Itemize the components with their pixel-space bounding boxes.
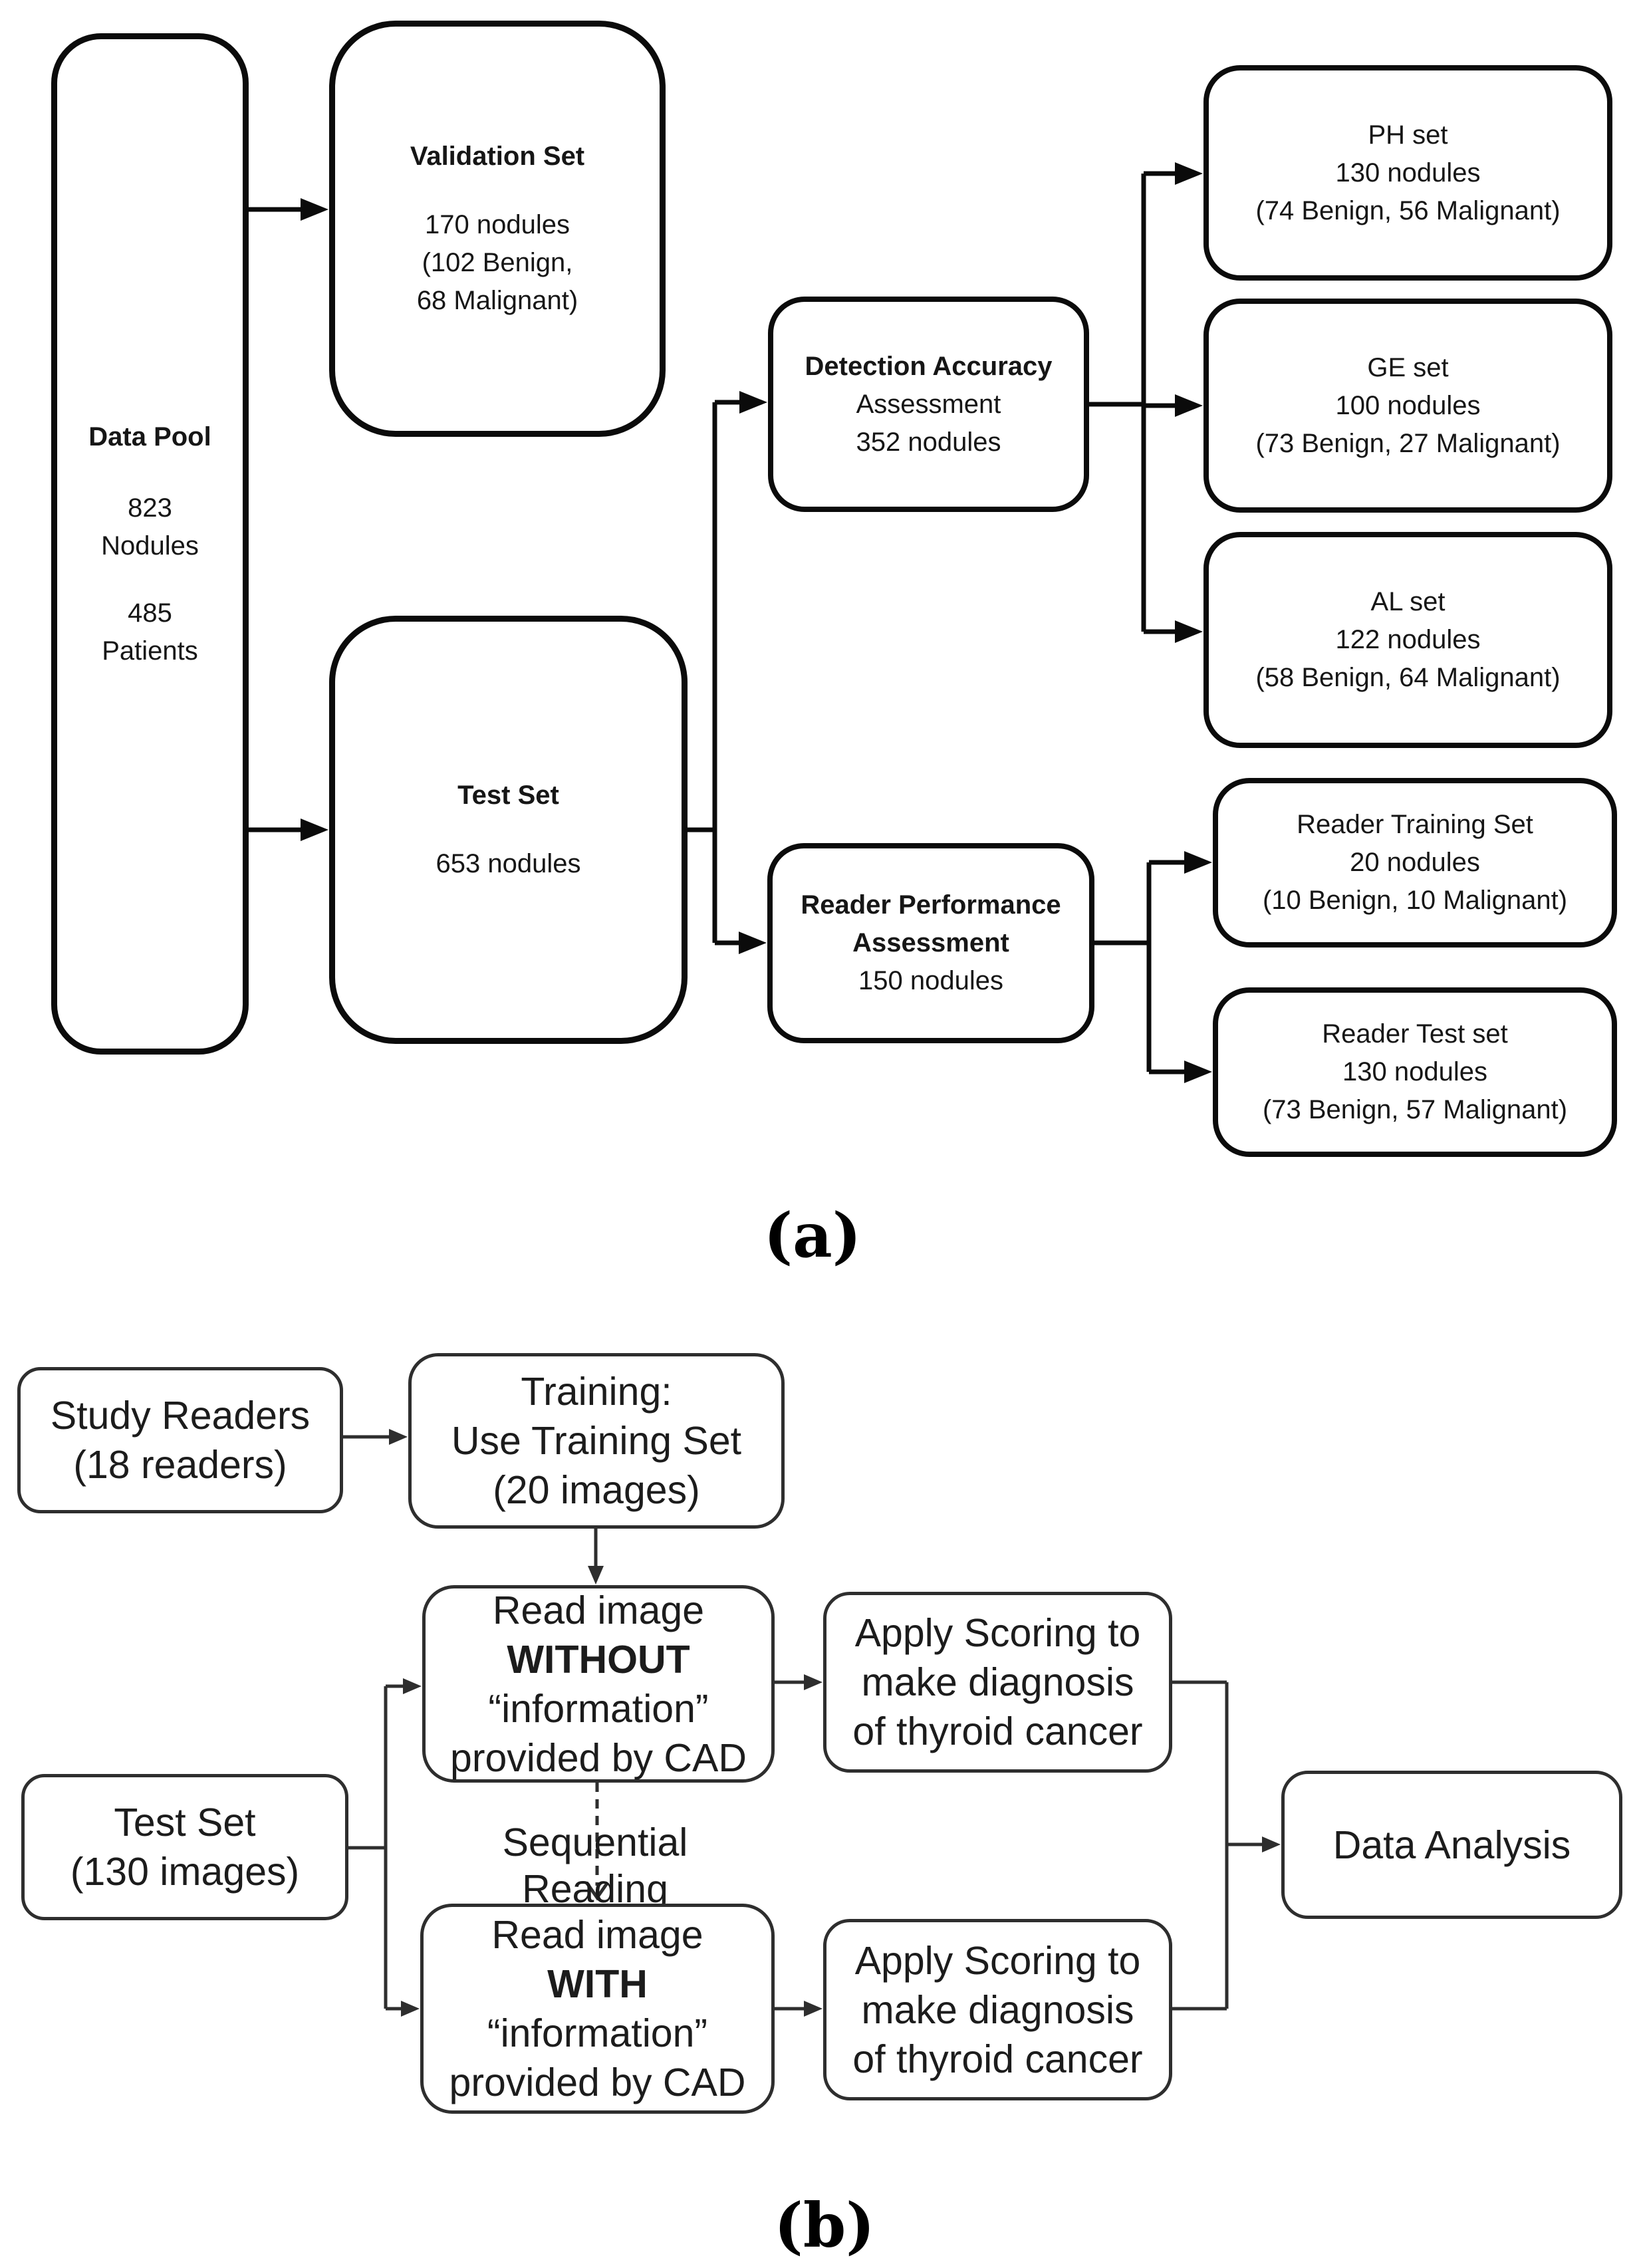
test-set-b-line: Test Set	[114, 1801, 256, 1844]
test-set-b-box: Test Set (130 images)	[21, 1774, 348, 1920]
apply-scoring-line: of thyroid cancer	[852, 1709, 1143, 1753]
training-line: Training:	[521, 1370, 672, 1414]
training-line: Use Training Set	[451, 1419, 742, 1463]
validation-set-title: Validation Set	[410, 142, 585, 171]
data-analysis-box: Data Analysis	[1281, 1771, 1622, 1919]
reader-training-line: Reader Training Set	[1297, 810, 1533, 839]
data-pool-box: Data Pool 823 Nodules 485 Patients	[51, 33, 249, 1055]
data-pool-patient-unit: Patients	[102, 636, 198, 666]
ph-set-line: (74 Benign, 56 Malignant)	[1255, 195, 1561, 225]
trunk-testset-split	[688, 402, 717, 943]
study-readers-box: Study Readers (18 readers)	[17, 1367, 343, 1513]
reader-training-line: (10 Benign, 10 Malignant)	[1262, 886, 1568, 915]
apply-scoring-line: make diagnosis	[861, 1660, 1134, 1704]
ge-set-line: (73 Benign, 27 Malignant)	[1255, 428, 1561, 458]
al-set-box: AL set 122 nodules (58 Benign, 64 Malign…	[1203, 532, 1612, 748]
apply-scoring-line: Apply Scoring to	[854, 1938, 1141, 1983]
data-pool-nodule-count: 823	[128, 493, 172, 523]
panel-b-label: (b)	[774, 2190, 875, 2261]
reader-test-set-box: Reader Test set 130 nodules (73 Benign, …	[1213, 987, 1617, 1157]
training-line: (20 images)	[493, 1468, 700, 1512]
validation-set-line: 170 nodules	[425, 210, 570, 239]
reader-performance-title: Reader Performance	[801, 890, 1061, 920]
spacer	[57, 565, 243, 594]
read-without-line: “information”	[488, 1686, 709, 1731]
study-readers-line: (18 readers)	[73, 1443, 287, 1487]
apply-scoring-top-box: Apply Scoring to make diagnosis of thyro…	[823, 1592, 1172, 1773]
read-with-line: Read image	[491, 1913, 703, 1957]
read-with-line: provided by CAD	[449, 2061, 746, 2104]
reader-test-line: 130 nodules	[1342, 1057, 1487, 1086]
ge-set-box: GE set 100 nodules (73 Benign, 27 Malign…	[1203, 299, 1612, 513]
read-without-line: Read image	[492, 1588, 705, 1632]
validation-set-line: (102 Benign,	[422, 248, 573, 277]
al-set-line: (58 Benign, 64 Malignant)	[1255, 663, 1561, 692]
sequential-reading-label: Sequential Reading	[502, 1821, 688, 1911]
data-analysis-line: Data Analysis	[1332, 1823, 1571, 1867]
ph-set-line: 130 nodules	[1335, 158, 1481, 188]
read-without-line: provided by CAD	[450, 1735, 747, 1780]
data-pool-nodule-unit: Nodules	[101, 531, 199, 561]
al-set-line: AL set	[1370, 587, 1446, 616]
reader-performance-title2: Assessment	[852, 928, 1009, 957]
read-with-cad-box: Read image WITH “information” provided b…	[420, 1904, 775, 2114]
spacer	[335, 176, 660, 206]
al-set-line: 122 nodules	[1335, 625, 1481, 654]
apply-scoring-line: make diagnosis	[861, 1987, 1134, 2032]
read-with-line: “information”	[487, 2011, 708, 2055]
detection-accuracy-box: Detection Accuracy Assessment 352 nodule…	[768, 297, 1089, 512]
apply-scoring-line: Apply Scoring to	[854, 1611, 1141, 1655]
reader-performance-line: 150 nodules	[858, 966, 1003, 995]
read-with-keyword: WITH	[547, 1962, 648, 2006]
detection-accuracy-title: Detection Accuracy	[805, 351, 1053, 381]
test-set-title: Test Set	[457, 781, 559, 810]
spacer	[57, 456, 243, 489]
trunk-testset-b-split	[348, 1686, 388, 2009]
ge-set-line: GE set	[1367, 352, 1449, 382]
data-pool-patient-count: 485	[128, 598, 172, 628]
ge-set-line: 100 nodules	[1335, 390, 1481, 420]
trunk-detection-split	[1089, 174, 1146, 632]
ph-set-line: PH set	[1368, 120, 1448, 150]
trunk-apply-merge	[1172, 1680, 1229, 2011]
study-readers-line: Study Readers	[50, 1394, 311, 1438]
validation-set-line: 68 Malignant)	[416, 286, 578, 315]
reader-training-line: 20 nodules	[1350, 848, 1480, 877]
test-set-line: 653 nodules	[436, 849, 581, 878]
read-without-keyword: WITHOUT	[507, 1637, 690, 1682]
data-pool-title: Data Pool	[88, 422, 211, 451]
reader-training-set-box: Reader Training Set 20 nodules (10 Benig…	[1213, 778, 1617, 947]
reader-test-line: (73 Benign, 57 Malignant)	[1262, 1095, 1568, 1124]
detection-accuracy-line: 352 nodules	[856, 427, 1001, 457]
apply-scoring-line: of thyroid cancer	[852, 2037, 1143, 2081]
spacer	[335, 815, 682, 845]
test-set-b-line: (130 images)	[70, 1850, 300, 1894]
read-without-cad-box: Read image WITHOUT “information” provide…	[422, 1585, 775, 1783]
detection-accuracy-line: Assessment	[856, 389, 1001, 419]
reader-test-line: Reader Test set	[1322, 1019, 1508, 1049]
dashed-sequential-arrowhead	[584, 1881, 610, 1901]
training-box: Training: Use Training Set (20 images)	[408, 1353, 785, 1529]
trunk-reader-split	[1089, 862, 1152, 1072]
ph-set-box: PH set 130 nodules (74 Benign, 56 Malign…	[1203, 65, 1612, 281]
reader-performance-box: Reader Performance Assessment 150 nodule…	[767, 843, 1094, 1043]
panel-a-label: (a)	[763, 1199, 862, 1271]
apply-scoring-bottom-box: Apply Scoring to make diagnosis of thyro…	[823, 1919, 1172, 2100]
validation-set-box: Validation Set 170 nodules (102 Benign, …	[329, 21, 666, 437]
test-set-box: Test Set 653 nodules	[329, 616, 688, 1044]
